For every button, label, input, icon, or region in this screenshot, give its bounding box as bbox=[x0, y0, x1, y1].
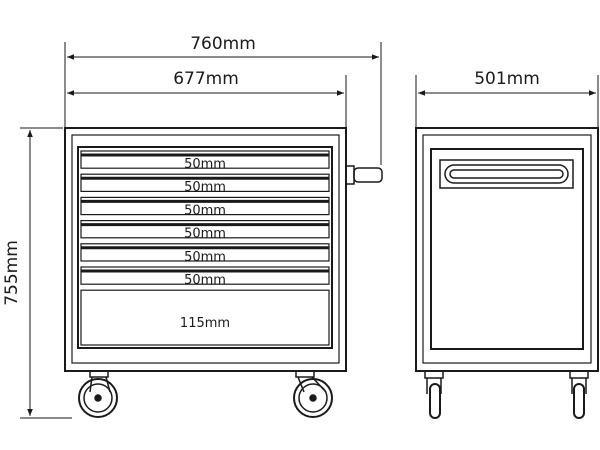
caster-side-left bbox=[424, 370, 444, 419]
drawer-label-4: 50mm bbox=[184, 227, 226, 242]
front-view bbox=[64, 127, 383, 418]
label-total-width: 760mm bbox=[190, 34, 256, 54]
side-body-inner bbox=[422, 134, 592, 364]
caster-side-right bbox=[569, 370, 589, 419]
drawer-labels: 50mm 50mm 50mm 50mm 50mm 50mm 115mm bbox=[180, 157, 230, 331]
drawer-label-7: 115mm bbox=[180, 316, 230, 331]
side-body-outer bbox=[415, 127, 599, 372]
drawer-label-2: 50mm bbox=[184, 180, 226, 195]
side-view bbox=[415, 127, 599, 419]
drawer-7 bbox=[80, 289, 330, 346]
extension-lines bbox=[20, 42, 599, 419]
side-handle bbox=[345, 165, 383, 185]
drawer-label-3: 50mm bbox=[184, 203, 226, 218]
label-depth: 501mm bbox=[474, 69, 540, 89]
cabinet-body-outer bbox=[64, 127, 347, 372]
caster-front-left bbox=[78, 370, 118, 418]
label-body-width: 677mm bbox=[173, 69, 239, 89]
drawer-1 bbox=[80, 150, 330, 169]
drawer-label-6: 50mm bbox=[184, 273, 226, 288]
drawer-2 bbox=[80, 173, 330, 192]
drawer-label-5: 50mm bbox=[184, 250, 226, 265]
cabinet-body-inner bbox=[71, 134, 340, 364]
side-handle-bar bbox=[439, 159, 574, 189]
drawer-6 bbox=[80, 266, 330, 285]
caster-front-right bbox=[293, 370, 333, 418]
drawer-stack-frame bbox=[77, 146, 333, 349]
label-height: 755mm bbox=[2, 240, 22, 306]
drawer-5 bbox=[80, 243, 330, 262]
side-panel bbox=[430, 148, 584, 350]
drawer-stack bbox=[80, 150, 330, 346]
drawer-4 bbox=[80, 220, 330, 239]
drawer-label-1: 50mm bbox=[184, 157, 226, 172]
drawer-3 bbox=[80, 196, 330, 216]
